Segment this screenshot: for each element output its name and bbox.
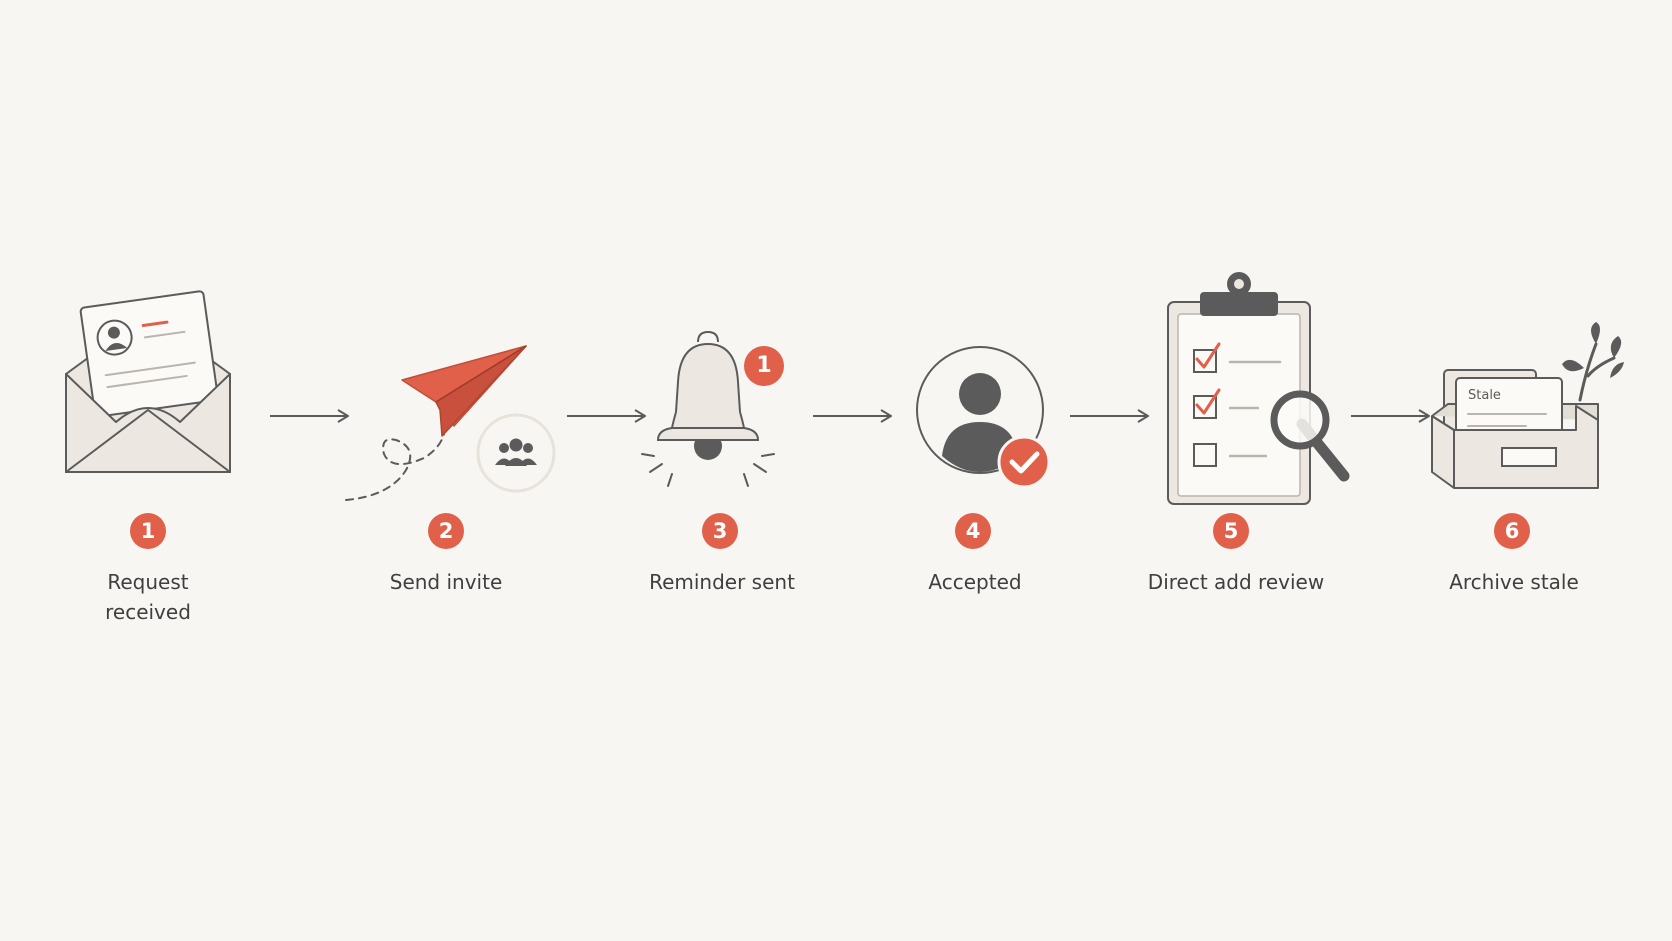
step-number-badge: 5 — [1213, 513, 1249, 549]
flow-arrow — [565, 406, 649, 426]
user-check-icon — [914, 344, 1054, 490]
group-icon — [475, 412, 557, 494]
flow-arrow — [268, 406, 352, 426]
step-number-badge: 1 — [130, 513, 166, 549]
flow-arrow — [1349, 406, 1433, 426]
clipboard-search-icon — [1166, 270, 1358, 506]
step-number-badge: 6 — [1494, 513, 1530, 549]
flow-arrow — [811, 406, 895, 426]
step-label: Send invite — [389, 570, 503, 594]
step-label: Request received — [38, 567, 258, 627]
step-label-line: Request — [107, 570, 189, 594]
step-number-badge: 4 — [955, 513, 991, 549]
step-number-badge: 2 — [428, 513, 464, 549]
step-label: Reminder sent — [649, 570, 795, 594]
step-number-badge: 3 — [702, 513, 738, 549]
step-label: Direct add review — [1147, 570, 1325, 594]
notification-count-badge: 1 — [744, 346, 784, 386]
archive-box-icon — [1428, 320, 1624, 510]
envelope-icon — [60, 282, 250, 482]
step-label: Archive stale — [1449, 570, 1579, 594]
step-label-line: received — [105, 600, 191, 624]
paper-plane-icon — [340, 340, 560, 510]
bell-icon — [636, 328, 812, 494]
step-label: Accepted — [928, 570, 1022, 594]
archive-card-label: Stale — [1468, 388, 1501, 403]
flow-arrow — [1068, 406, 1152, 426]
